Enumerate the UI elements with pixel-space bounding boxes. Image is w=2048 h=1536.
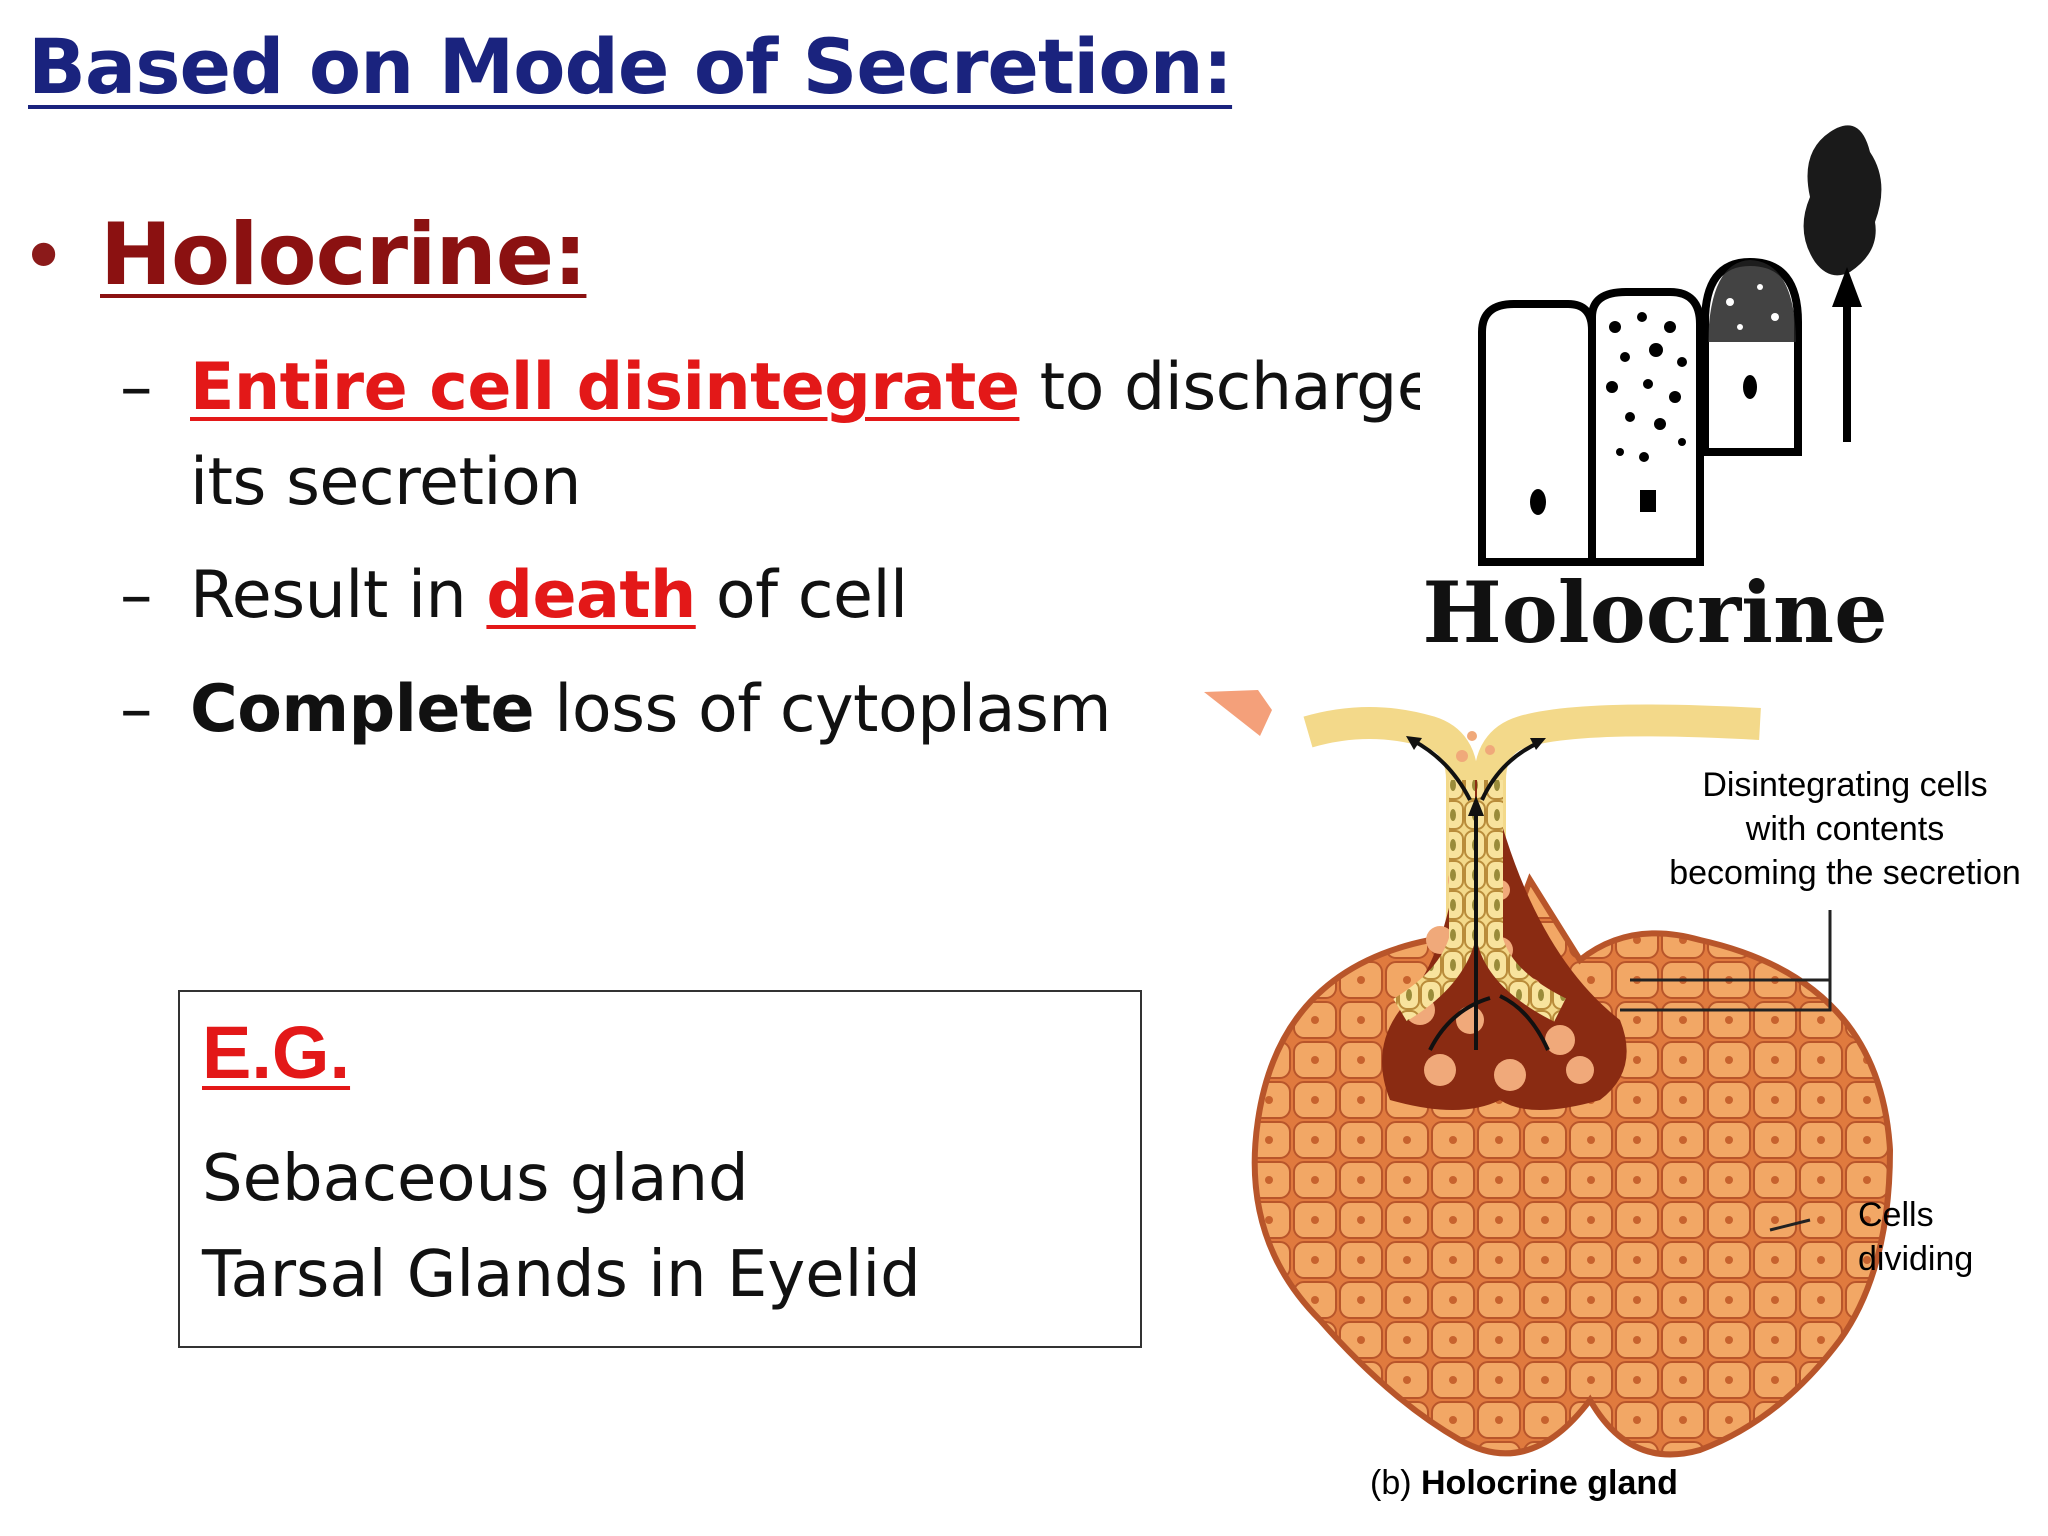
secretion-cap bbox=[1708, 260, 1796, 342]
secretion-granules bbox=[1606, 312, 1687, 462]
bullet-dot: • bbox=[20, 210, 68, 303]
dash: – bbox=[120, 558, 153, 633]
holocrine-schematic: Holocrine bbox=[1420, 112, 1890, 672]
holocrine-gland-illustration: Disintegrating cells with contents becom… bbox=[1204, 690, 2021, 1502]
annotation-disintegrating: with contents bbox=[1745, 810, 1944, 848]
sub-point-1-line2: its secretion bbox=[190, 445, 581, 520]
duct-wall-right bbox=[1477, 780, 1566, 1022]
released-secretion bbox=[1803, 125, 1882, 276]
main-bullet: • Holocrine: bbox=[20, 205, 587, 305]
slide-heading: Based on Mode of Secretion: bbox=[28, 22, 1233, 111]
sub-point-3-rest: loss of cytoplasm bbox=[534, 672, 1112, 747]
leader-lines bbox=[1620, 910, 1832, 1232]
annotation-disintegrating: becoming the secretion bbox=[1669, 854, 2021, 892]
sub-point-2-before: Result in bbox=[190, 558, 487, 633]
dash: – bbox=[120, 350, 153, 425]
dash: – bbox=[120, 672, 153, 747]
death-highlight: death bbox=[486, 558, 696, 633]
sub-point-2: – Result in death of cell bbox=[120, 558, 908, 633]
nucleus bbox=[1640, 490, 1656, 512]
sub-point-1-rest: to discharge bbox=[1019, 350, 1437, 425]
example-item: Sebaceous gland bbox=[202, 1142, 749, 1216]
flow-arrows bbox=[1411, 738, 1550, 1051]
entire-cell-highlight: Entire cell disintegrate bbox=[190, 350, 1020, 425]
figure-caption: (b) Holocrine gland bbox=[1370, 1464, 1678, 1502]
sub-point-2-after: of cell bbox=[695, 558, 908, 633]
nucleus bbox=[1743, 375, 1757, 399]
holocrine-title: Holocrine: bbox=[100, 205, 587, 305]
annotation-disintegrating: Disintegrating cells bbox=[1702, 766, 1987, 804]
caption-title: Holocrine gland bbox=[1421, 1464, 1678, 1502]
sub-point-3: – Complete loss of cytoplasm bbox=[120, 672, 1112, 747]
intact-cell bbox=[1478, 300, 1596, 566]
speckles bbox=[1726, 284, 1779, 330]
duct-wall-left bbox=[1393, 780, 1475, 1022]
example-item: Tarsal Glands in Eyelid bbox=[202, 1238, 921, 1312]
sub-point-1: – Entire cell disintegrate to discharge bbox=[120, 350, 1437, 425]
caption-prefix: (b) bbox=[1370, 1464, 1421, 1502]
holocrine-label: Holocrine bbox=[1422, 563, 1887, 662]
example-title: E.G. bbox=[202, 1011, 351, 1094]
arrow-head-icon bbox=[1832, 267, 1862, 307]
gland-acini bbox=[1251, 873, 1894, 1458]
annotation-cells-dividing: dividing bbox=[1858, 1240, 1973, 1278]
complete-bold: Complete bbox=[190, 672, 535, 747]
entry-arrow-icon bbox=[1204, 690, 1272, 736]
annotation-cells-dividing: Cells bbox=[1858, 1196, 1934, 1234]
example-box: E.G. Sebaceous gland Tarsal Glands in Ey… bbox=[178, 990, 1142, 1348]
nucleus bbox=[1530, 489, 1546, 515]
arrow-head-icon bbox=[1406, 736, 1546, 816]
secreting-cell bbox=[1588, 288, 1704, 566]
